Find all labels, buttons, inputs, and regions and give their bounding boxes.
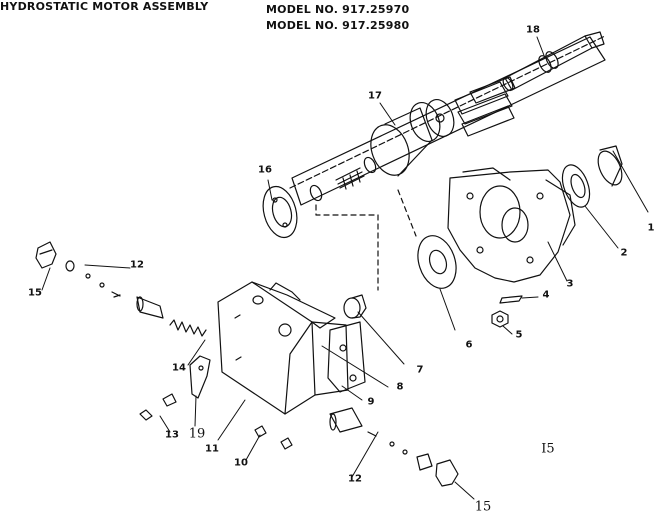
part-1-cap: [597, 145, 623, 187]
part-12-lower-valve-parts: [329, 407, 459, 487]
callout-16: 16: [258, 164, 272, 176]
part-13-pins: [139, 393, 177, 421]
part-14-spring: [169, 319, 207, 337]
callout-15-upper: 15: [28, 287, 42, 299]
spring-and-rings: [309, 156, 377, 202]
part-18-shaft: [502, 31, 605, 92]
callout-9: 9: [367, 396, 375, 408]
part-5-nut: [491, 310, 509, 328]
callout-4: 4: [542, 289, 550, 301]
callout-1: 1: [647, 222, 655, 234]
drawing-reference-code: I5: [541, 441, 555, 457]
callout-10: 10: [234, 457, 248, 469]
leader-lines: [41, 36, 649, 500]
part-4-key: [499, 295, 523, 304]
callout-8: 8: [396, 381, 404, 393]
callout-7: 7: [416, 364, 424, 376]
part-9-plate: [327, 321, 366, 393]
rotating-group-centerline: [289, 35, 606, 189]
diagram-title: HYDROSTATIC MOTOR ASSEMBLY: [0, 0, 209, 13]
callout-2: 2: [620, 247, 628, 259]
callout-18: 18: [526, 24, 540, 36]
part-12-upper-valve-parts: [35, 241, 164, 319]
callout-11: 11: [205, 443, 219, 455]
model-number-2: MODEL NO. 917.25980: [266, 19, 410, 32]
part-6-gasket: [417, 235, 457, 289]
callout-3: 3: [566, 278, 574, 290]
callout-13: 13: [165, 429, 179, 441]
callout-17: 17: [368, 90, 382, 102]
model-number-1: MODEL NO. 917.25970: [266, 3, 410, 16]
part-11-center-section: [217, 281, 349, 415]
part-10-bolts: [254, 425, 293, 450]
callout-5: 5: [515, 329, 523, 341]
callout-12-lower: 12: [348, 473, 362, 485]
callout-6: 6: [465, 339, 473, 351]
part-16-valve-plate: [262, 185, 298, 239]
callout-15-lower: 15: [474, 499, 492, 515]
callout-19: 19: [188, 426, 206, 442]
part-2-bearing: [561, 164, 591, 208]
part-19-lever: [189, 355, 211, 399]
callout-14: 14: [172, 362, 186, 374]
part-17-cylinder-block: [370, 76, 516, 177]
assembly-dash-lines: [315, 189, 417, 291]
part-3-housing: [447, 167, 576, 283]
part-7-bushing: [343, 294, 367, 319]
callout-12-upper: 12: [130, 259, 144, 271]
